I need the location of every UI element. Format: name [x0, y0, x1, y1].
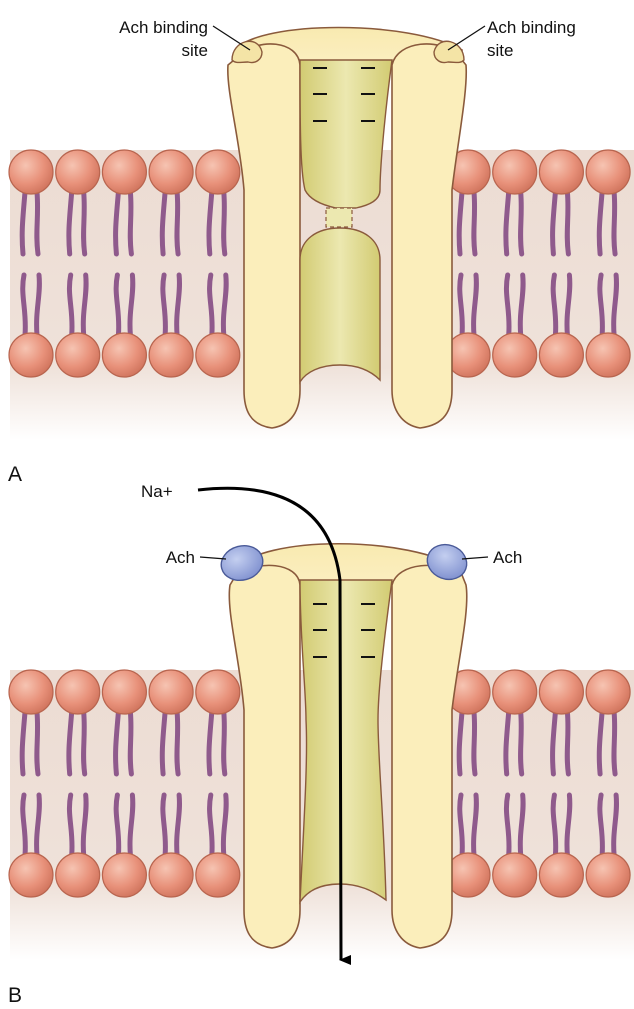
phospholipid-head	[586, 333, 630, 377]
phospholipid-head	[149, 333, 193, 377]
panel-letter-a: A	[8, 463, 22, 486]
phospholipid-head	[586, 150, 630, 194]
phospholipid-head	[539, 670, 583, 714]
phospholipid-head	[493, 670, 537, 714]
phospholipid-head	[539, 150, 583, 194]
leader-line-right-a	[448, 26, 485, 50]
phospholipid-head	[149, 150, 193, 194]
phospholipid-head	[56, 670, 100, 714]
phospholipid-head	[196, 853, 240, 897]
phospholipid-head	[56, 853, 100, 897]
phospholipid-head	[9, 333, 53, 377]
phospholipid-head	[9, 853, 53, 897]
phospholipid-head	[196, 670, 240, 714]
phospholipid-head	[149, 670, 193, 714]
phospholipid-head	[56, 333, 100, 377]
phospholipid-head	[102, 670, 146, 714]
binding-site-label-right-line2: site	[487, 41, 513, 60]
ach-label-right: Ach	[493, 548, 522, 567]
binding-site-left	[232, 41, 262, 62]
binding-site-label-right-line1: Ach binding	[487, 18, 576, 37]
panel-letter-b: B	[8, 984, 22, 1007]
phospholipid-head	[586, 670, 630, 714]
channel-pore-b	[300, 580, 392, 902]
phospholipid-head	[102, 333, 146, 377]
ach-label-left: Ach	[166, 548, 195, 567]
channel-lower-pore-a	[300, 228, 380, 382]
binding-site-label-left-line2: site	[182, 41, 208, 60]
panel-a: Ach binding site Ach binding site A	[8, 18, 634, 486]
phospholipid-head	[102, 150, 146, 194]
phospholipid-head	[493, 150, 537, 194]
phospholipid-head	[493, 333, 537, 377]
binding-site-right	[434, 41, 464, 62]
phospholipid-head	[196, 150, 240, 194]
channel-upper-pore-a	[300, 60, 392, 208]
phospholipid-head	[539, 853, 583, 897]
phospholipid-head	[196, 333, 240, 377]
phospholipid-head	[149, 853, 193, 897]
phospholipid-head	[9, 150, 53, 194]
phospholipid-head	[586, 853, 630, 897]
phospholipid-head	[539, 333, 583, 377]
leader-line-left-a	[213, 26, 250, 50]
sodium-ion-label: Na+	[141, 482, 173, 501]
binding-site-label-left-line1: Ach binding	[119, 18, 208, 37]
panel-b: Na+ Ach Ach B	[8, 482, 634, 1007]
phospholipid-head	[493, 853, 537, 897]
phospholipid-head	[9, 670, 53, 714]
phospholipid-head	[102, 853, 146, 897]
channel-gate-a	[326, 208, 352, 227]
phospholipid-head	[56, 150, 100, 194]
